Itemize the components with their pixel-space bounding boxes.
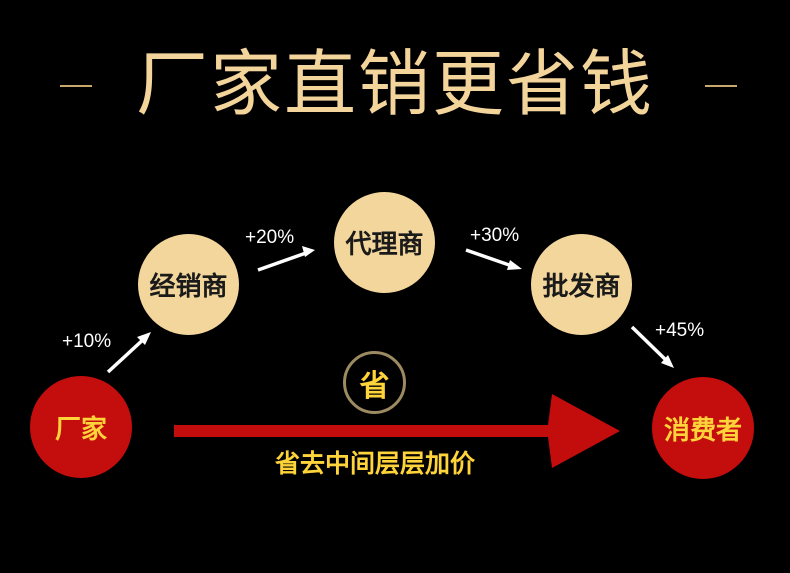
arrow-to-agent	[257, 246, 315, 272]
markup-label-to-consumer: +45%	[655, 320, 705, 341]
main-arrow	[174, 394, 620, 468]
arrow-to-distributor	[106, 332, 151, 374]
save-badge: 省	[343, 351, 406, 414]
page-title: 厂家直销更省钱	[135, 42, 654, 126]
node-manufacturer: 厂家	[30, 376, 132, 478]
markup-label-to-distributor: +10%	[62, 331, 112, 352]
caption-text: 省去中间层层加价	[274, 449, 475, 478]
arrow-to-consumer	[630, 325, 674, 368]
node-agent: 代理商	[334, 192, 435, 293]
node-wholesaler: 批发商	[531, 234, 632, 335]
arrow-to-wholesaler	[465, 248, 522, 270]
node-distributor: 经销商	[138, 234, 239, 335]
markup-label-to-wholesaler: +30%	[470, 225, 520, 246]
markup-label-to-agent: +20%	[245, 227, 295, 248]
node-consumer: 消费者	[652, 377, 754, 479]
title-rule-left	[60, 85, 92, 87]
title-rule-right	[705, 85, 737, 87]
